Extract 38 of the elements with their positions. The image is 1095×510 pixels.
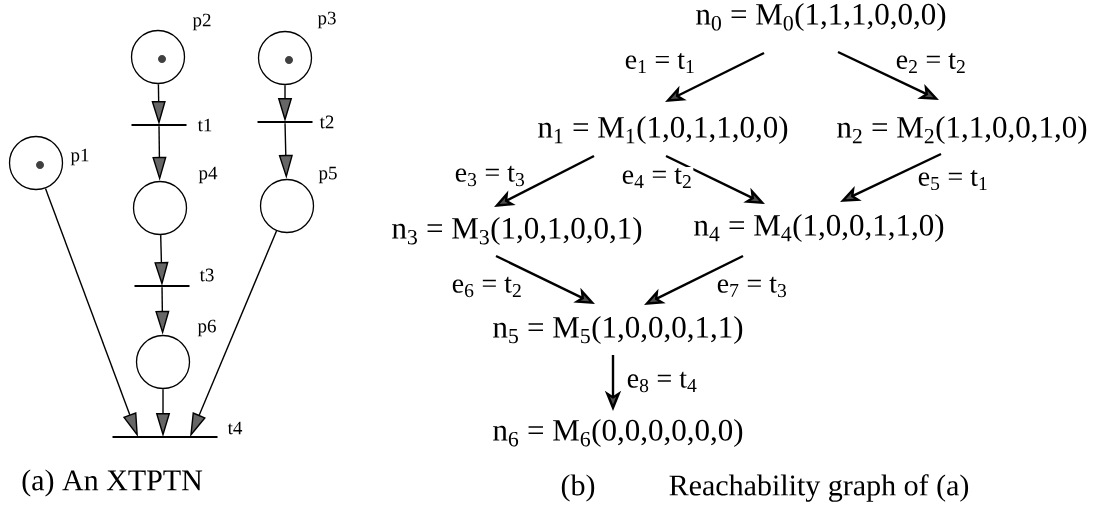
place-label: p1 [70, 148, 89, 166]
transition-bar [131, 123, 187, 127]
marking-label: n$_{0}$ = M$_{0}$(1,1,1,0,0,0) [696, 2, 946, 32]
edge-label: e$_{2}$ = t$_{2}$ [896, 52, 965, 74]
place-label: t4 [227, 421, 243, 435]
edge-label: e$_{3}$ = t$_{3}$ [455, 165, 525, 187]
place-circle [130, 29, 186, 85]
edge-label: e$_{1}$ = t$_{1}$ [625, 52, 694, 74]
marking-label: n$_{3}$ = M$_{3}$(1,0,1,0,0,1) [392, 216, 642, 246]
edge-label: e$_{6}$ = t$_{2}$ [452, 276, 521, 298]
caption: Reachability graph of (a) [669, 474, 969, 502]
marking-label: n$_{5}$ = M$_{5}$(1,0,0,0,1,1) [493, 315, 743, 345]
edge-label: e$_{7}$ = t$_{3}$ [717, 276, 787, 298]
caption: (b) [561, 474, 595, 502]
place-label: p2 [192, 13, 211, 31]
marking-label: n$_{1}$ = M$_{1}$(1,0,1,1,0,0) [538, 115, 788, 145]
marking-label: n$_{4}$ = M$_{4}$(1,0,0,1,1,0) [694, 213, 944, 243]
caption: (a) An XTPTN [22, 469, 203, 497]
place-label: p6 [197, 319, 216, 337]
place-circle [135, 334, 191, 390]
marking-label: n$_{2}$ = M$_{2}$(1,1,0,0,1,0) [837, 115, 1087, 145]
edge-label: e$_{8}$ = t$_{4}$ [627, 371, 697, 393]
place-circle [8, 135, 64, 191]
transition-bar [134, 284, 190, 288]
transition-bar [112, 435, 218, 439]
place-label: p4 [198, 166, 218, 184]
place-circle [132, 180, 188, 236]
marking-label: n$_{6}$ = M$_{6}$(0,0,0,0,0,0) [493, 418, 743, 448]
place-label: p5 [318, 166, 337, 184]
place-label: p3 [317, 11, 336, 29]
place-label: t2 [319, 115, 334, 129]
place-label: t1 [197, 118, 212, 132]
place-circle [257, 30, 313, 86]
edge-label: e$_{4}$ = t$_{2}$ [622, 167, 691, 189]
transition-bar [257, 120, 313, 124]
place-label: t3 [199, 268, 214, 282]
place-circle [259, 178, 315, 234]
edge-label: e$_{5}$ = t$_{1}$ [918, 169, 987, 191]
